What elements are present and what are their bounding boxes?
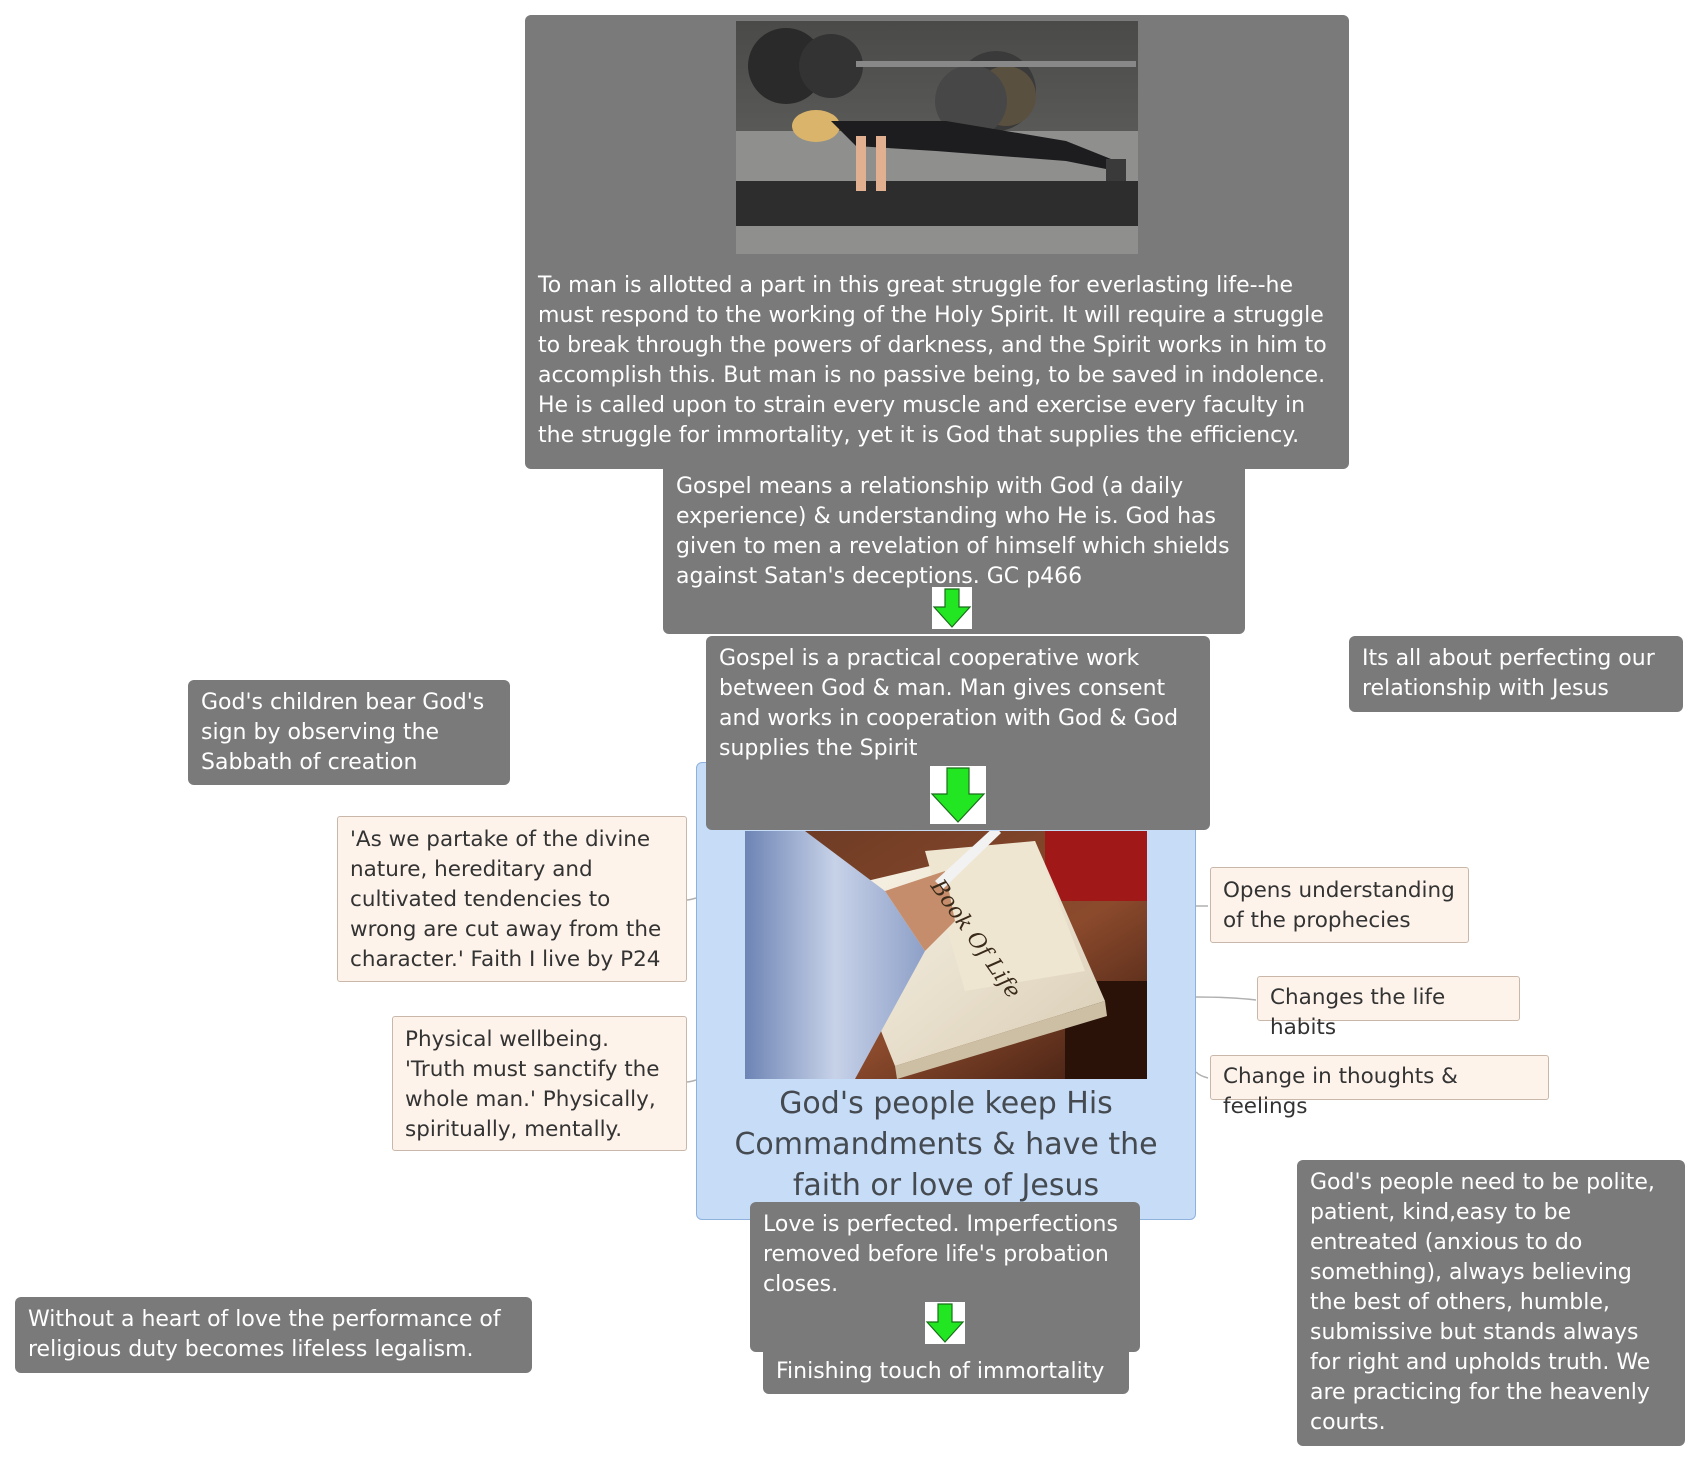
down-arrow-icon bbox=[932, 587, 972, 633]
divine-nature-text: 'As we partake of the divine nature, her… bbox=[350, 827, 662, 972]
thoughts-text: Change in thoughts & feelings bbox=[1223, 1064, 1458, 1119]
sabbath-node[interactable]: God's children bear God's sign by observ… bbox=[188, 680, 510, 785]
life-habits-node[interactable]: Changes the life habits bbox=[1257, 976, 1520, 1040]
sabbath-text: God's children bear God's sign by observ… bbox=[201, 690, 485, 775]
polite-node[interactable]: God's people need to be polite, patient,… bbox=[1297, 1160, 1685, 1446]
life-habits-text: Changes the life habits bbox=[1270, 985, 1446, 1040]
immortality-text: Finishing touch of immortality bbox=[776, 1359, 1105, 1384]
physical-text: Physical wellbeing. 'Truth must sanctify… bbox=[405, 1027, 660, 1142]
relationship-text: Gospel means a relationship with God (a … bbox=[676, 474, 1230, 589]
prophecies-node[interactable]: Opens understanding of the prophecies bbox=[1210, 867, 1469, 943]
book-of-life-photo: Book Of Life bbox=[745, 831, 1147, 1079]
perfecting-node[interactable]: Its all about perfecting our relationshi… bbox=[1349, 636, 1683, 712]
thoughts-node[interactable]: Change in thoughts & feelings bbox=[1210, 1055, 1549, 1119]
prophecies-text: Opens understanding of the prophecies bbox=[1223, 878, 1455, 933]
physical-node[interactable]: Physical wellbeing. 'Truth must sanctify… bbox=[392, 1016, 687, 1151]
struggle-node[interactable]: To man is allotted a part in this great … bbox=[525, 15, 1349, 469]
love-perfected-text: Love is perfected. Imperfections removed… bbox=[763, 1212, 1118, 1297]
central-title: God's people keep His Commandments & hav… bbox=[734, 1086, 1158, 1203]
cooperative-text: Gospel is a practical cooperative work b… bbox=[719, 646, 1179, 761]
perfecting-text: Its all about perfecting our relationshi… bbox=[1362, 646, 1655, 701]
divine-nature-node[interactable]: 'As we partake of the divine nature, her… bbox=[337, 816, 687, 982]
pushup-photo bbox=[736, 21, 1138, 254]
central-topic[interactable]: Book Of Life God's people keep His Comma… bbox=[696, 762, 1196, 1220]
legalism-text: Without a heart of love the performance … bbox=[28, 1307, 501, 1362]
polite-text: God's people need to be polite, patient,… bbox=[1310, 1170, 1655, 1435]
struggle-text: To man is allotted a part in this great … bbox=[538, 273, 1327, 448]
immortality-node[interactable]: Finishing touch of immortality bbox=[763, 1352, 1129, 1394]
down-arrow-icon bbox=[930, 766, 986, 828]
legalism-node[interactable]: Without a heart of love the performance … bbox=[15, 1297, 532, 1373]
down-arrow-icon bbox=[925, 1302, 965, 1348]
